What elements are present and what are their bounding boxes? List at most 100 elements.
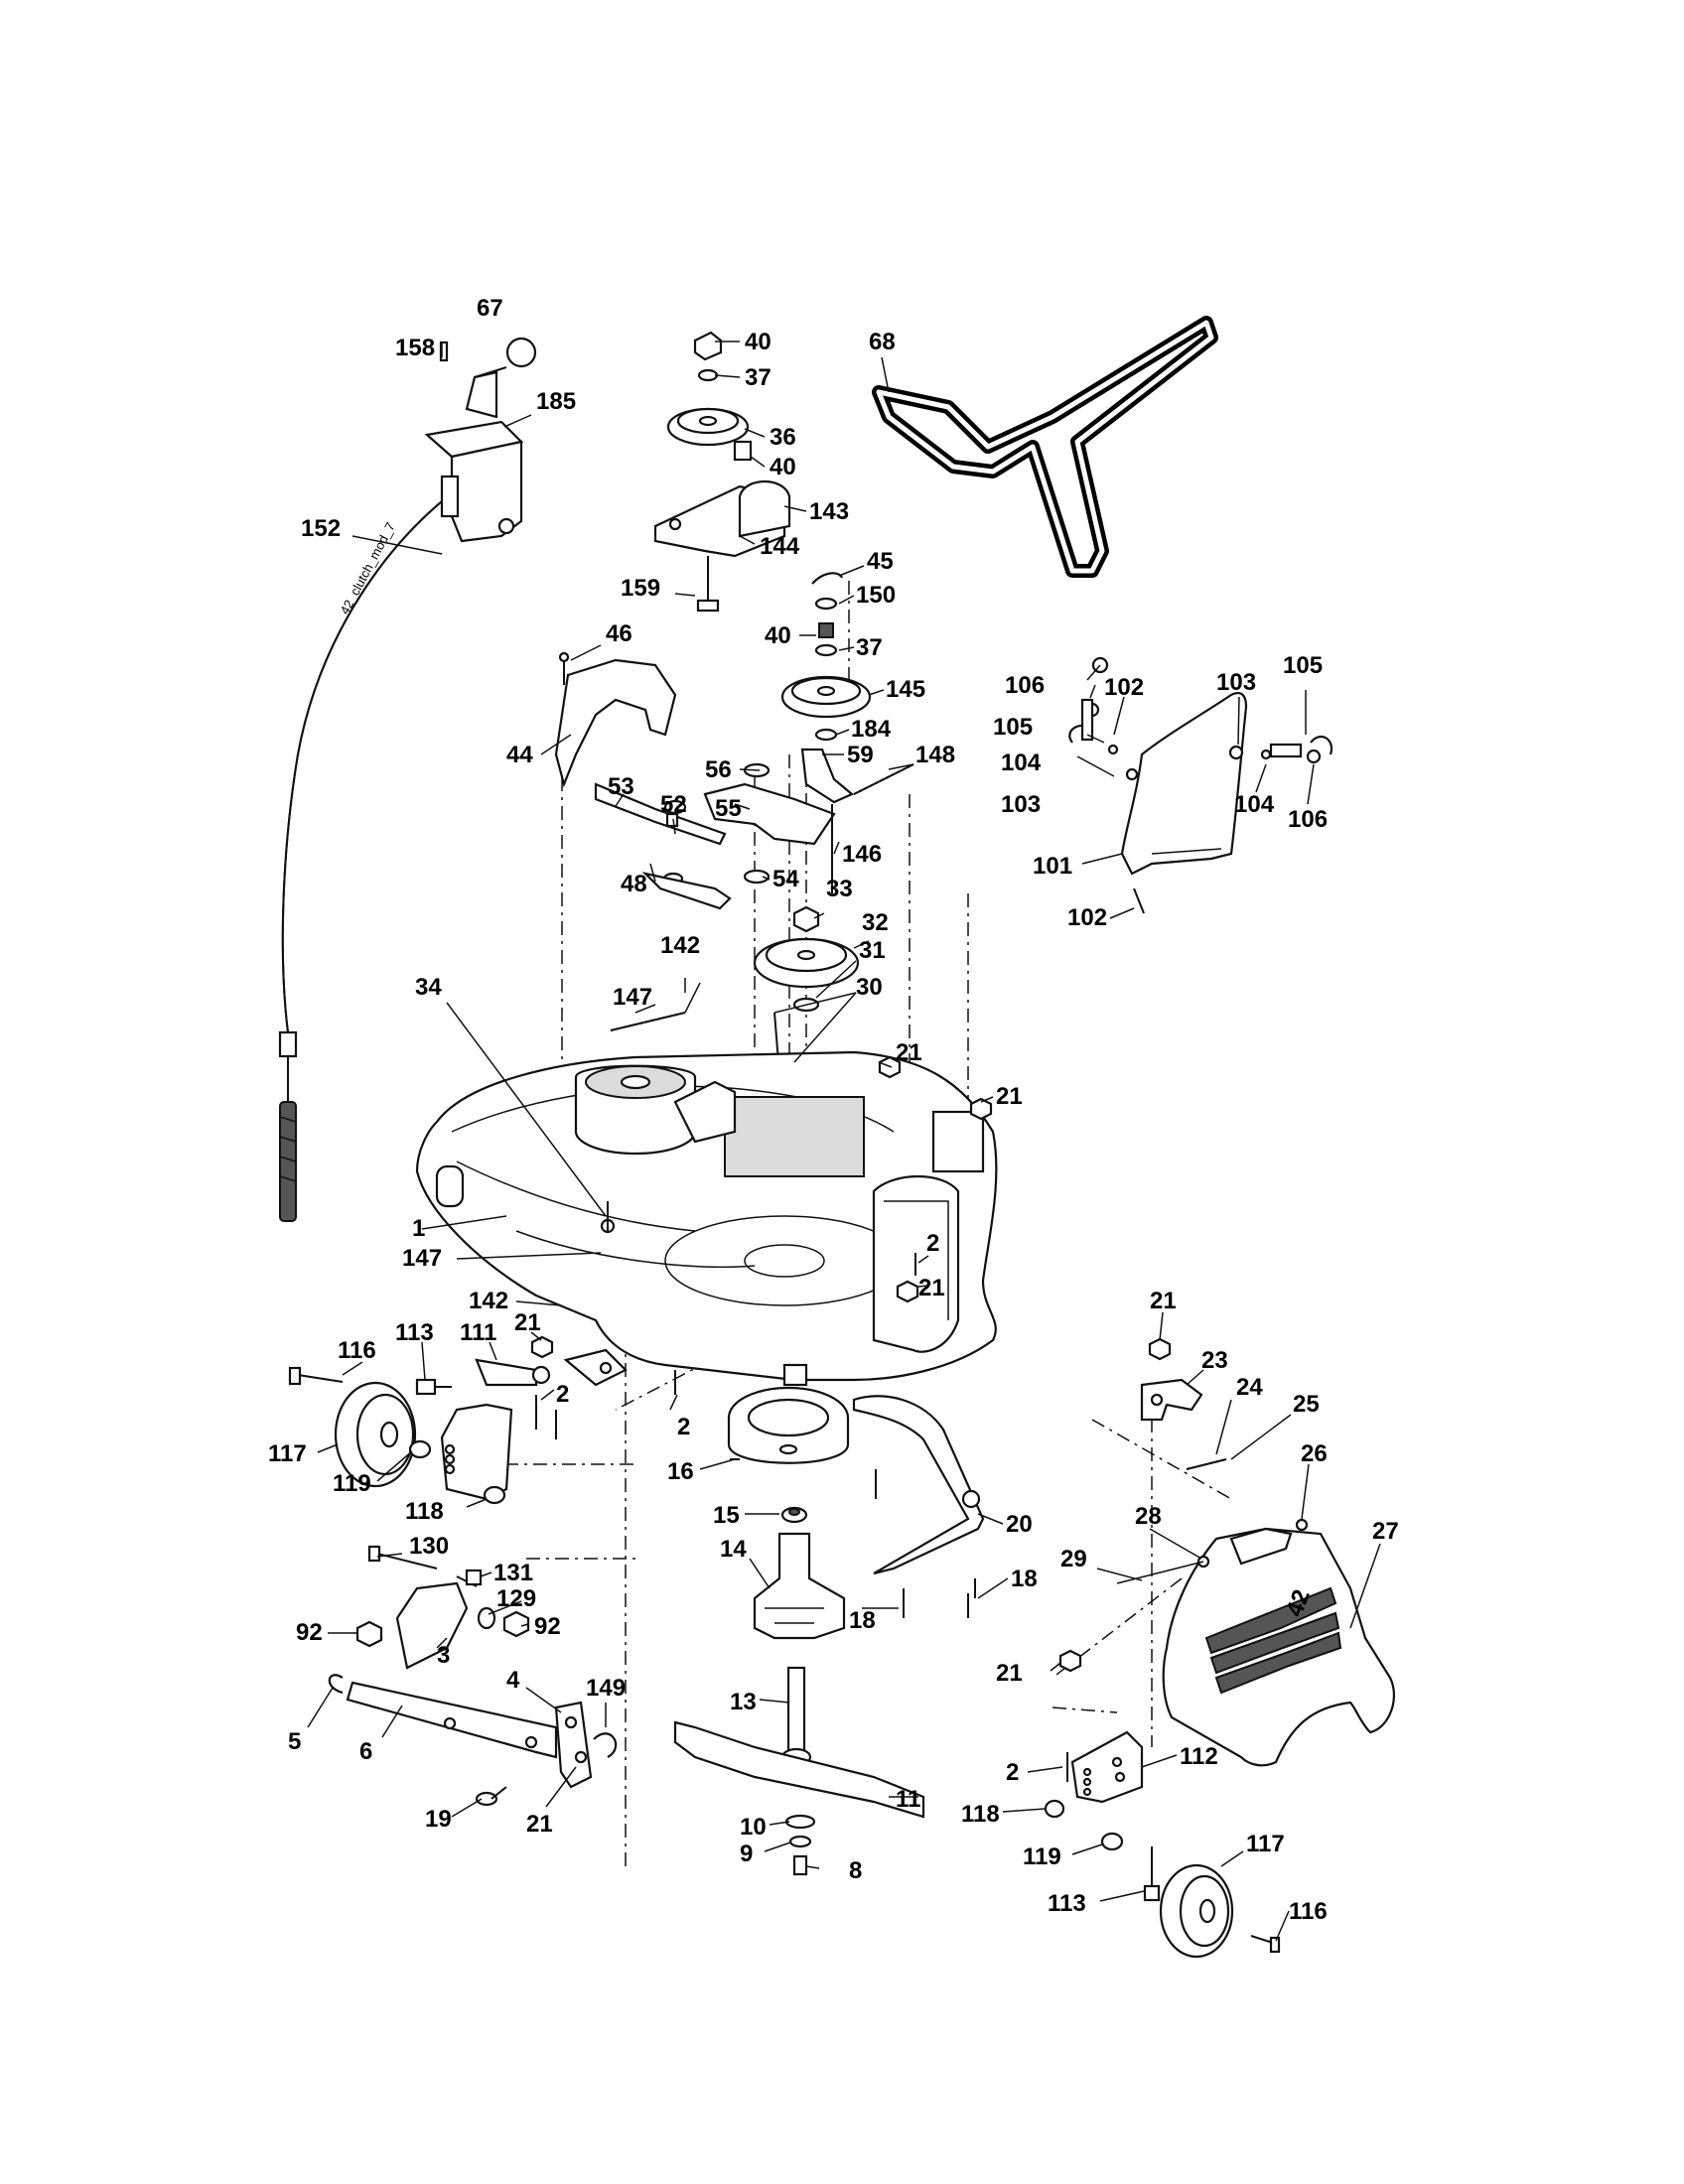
callout-152: 152 bbox=[301, 515, 341, 542]
callout-113-right: 113 bbox=[1048, 1890, 1086, 1917]
callout-117-right: 117 bbox=[1246, 1831, 1285, 1857]
callout-18-b: 18 bbox=[849, 1607, 876, 1634]
callout-10: 10 bbox=[740, 1814, 767, 1841]
deck-hanger-assembly bbox=[328, 1545, 618, 1807]
left-gauge-wheel bbox=[288, 1358, 551, 1505]
callout-147-upper: 147 bbox=[613, 984, 652, 1011]
callout-119-right: 119 bbox=[1023, 1843, 1061, 1870]
callout-105-right: 105 bbox=[1283, 652, 1323, 679]
callout-37-lower: 37 bbox=[856, 634, 883, 661]
callout-19: 19 bbox=[425, 1806, 452, 1833]
callout-105-left: 105 bbox=[993, 714, 1033, 741]
callout-68: 68 bbox=[869, 329, 896, 355]
callout-27: 27 bbox=[1372, 1518, 1399, 1545]
callout-102-bottom: 102 bbox=[1067, 904, 1107, 931]
callout-130: 130 bbox=[409, 1533, 449, 1560]
callout-16: 16 bbox=[667, 1458, 694, 1485]
callout-34: 34 bbox=[415, 974, 442, 1001]
callout-33: 33 bbox=[826, 876, 853, 902]
deck-hardware bbox=[530, 1055, 993, 1439]
deck-pulley bbox=[753, 905, 860, 1103]
callout-44: 44 bbox=[506, 742, 533, 768]
callout-104-right: 104 bbox=[1234, 791, 1275, 818]
callout-29: 29 bbox=[1060, 1546, 1087, 1572]
callout-45: 45 bbox=[867, 548, 894, 575]
callout-23: 23 bbox=[1201, 1347, 1228, 1374]
idler-arm-assembly bbox=[594, 748, 914, 910]
callout-116-left: 116 bbox=[338, 1337, 376, 1364]
callout-116-right: 116 bbox=[1289, 1898, 1328, 1925]
discharge-chute: 42 bbox=[1116, 1337, 1395, 1767]
cable-part-label: 42_clutch_mod_7 bbox=[337, 520, 397, 617]
callout-2-a: 2 bbox=[926, 1230, 939, 1257]
callout-142-lower: 142 bbox=[469, 1288, 508, 1314]
callout-37-top: 37 bbox=[745, 364, 772, 391]
callout-59: 59 bbox=[847, 742, 874, 768]
callout-8: 8 bbox=[849, 1857, 862, 1884]
callout-6: 6 bbox=[359, 1738, 372, 1765]
callout-2-d: 2 bbox=[1006, 1759, 1019, 1786]
callout-145: 145 bbox=[886, 676, 925, 703]
callout-40-top: 40 bbox=[745, 329, 772, 355]
callout-92-left: 92 bbox=[296, 1619, 323, 1646]
callout-40-lower: 40 bbox=[765, 622, 791, 649]
callout-111: 111 bbox=[460, 1319, 496, 1346]
callout-117-left: 117 bbox=[268, 1440, 307, 1467]
callout-142-upper: 142 bbox=[660, 932, 700, 959]
callout-131: 131 bbox=[493, 1560, 533, 1586]
discharge-baffle bbox=[1068, 656, 1333, 914]
callout-4: 4 bbox=[506, 1667, 520, 1694]
callout-118-left: 118 bbox=[405, 1498, 444, 1525]
callout-113-left: 113 bbox=[395, 1319, 434, 1346]
callout-102-top: 102 bbox=[1104, 674, 1144, 701]
callout-5: 5 bbox=[288, 1728, 301, 1755]
callout-119-left: 119 bbox=[333, 1470, 371, 1497]
callout-67: 67 bbox=[477, 295, 503, 322]
callout-184: 184 bbox=[851, 716, 892, 743]
callout-54: 54 bbox=[772, 866, 799, 892]
callout-2-c: 2 bbox=[677, 1414, 690, 1440]
callout-21-e: 21 bbox=[1150, 1288, 1177, 1314]
callout-21-g: 21 bbox=[526, 1811, 553, 1838]
callout-103-top: 103 bbox=[1216, 669, 1256, 696]
drive-belt bbox=[872, 316, 1218, 578]
callout-112: 112 bbox=[1180, 1743, 1218, 1770]
callout-118-right: 118 bbox=[961, 1801, 1000, 1828]
callout-56: 56 bbox=[705, 756, 732, 783]
callout-9: 9 bbox=[740, 1841, 753, 1867]
callout-159: 159 bbox=[621, 575, 660, 602]
callout-21-f: 21 bbox=[996, 1660, 1023, 1687]
callout-48: 48 bbox=[621, 871, 647, 897]
clutch-handle-assembly: 42_clutch_mod_7 bbox=[278, 337, 537, 1222]
callout-1: 1 bbox=[412, 1215, 425, 1242]
callout-149: 149 bbox=[586, 1675, 626, 1702]
callout-30: 30 bbox=[856, 974, 883, 1001]
mower-deck bbox=[415, 1050, 998, 1387]
callout-146: 146 bbox=[842, 841, 882, 868]
callout-18-a: 18 bbox=[1011, 1566, 1038, 1592]
right-gauge-wheel bbox=[1044, 1649, 1281, 1959]
callout-21-b: 21 bbox=[996, 1083, 1023, 1110]
callout-143: 143 bbox=[809, 498, 849, 525]
callout-104-left: 104 bbox=[1001, 750, 1042, 776]
callout-32: 32 bbox=[862, 909, 889, 936]
callout-150: 150 bbox=[856, 582, 896, 609]
callout-labels: 67 158 185 152 40 37 36 40 143 144 159 6… bbox=[268, 295, 1399, 1925]
callout-55: 55 bbox=[715, 795, 742, 822]
callout-13: 13 bbox=[730, 1689, 757, 1715]
baffle-arm bbox=[852, 1395, 985, 1618]
callout-15: 15 bbox=[713, 1502, 740, 1529]
callout-21-c: 21 bbox=[918, 1275, 945, 1301]
leader-lines bbox=[307, 341, 1381, 1942]
callout-103-left: 103 bbox=[1001, 791, 1041, 818]
callout-148: 148 bbox=[915, 742, 955, 768]
callout-158: 158 bbox=[395, 335, 435, 361]
callout-21-a: 21 bbox=[896, 1039, 922, 1066]
callout-129: 129 bbox=[496, 1585, 536, 1612]
callout-40-mid: 40 bbox=[770, 454, 796, 480]
callout-31: 31 bbox=[859, 937, 886, 964]
spindle-and-blade bbox=[673, 1386, 925, 1876]
callout-46: 46 bbox=[606, 620, 632, 647]
callout-26: 26 bbox=[1301, 1440, 1328, 1467]
callout-52: 52 bbox=[660, 791, 687, 818]
